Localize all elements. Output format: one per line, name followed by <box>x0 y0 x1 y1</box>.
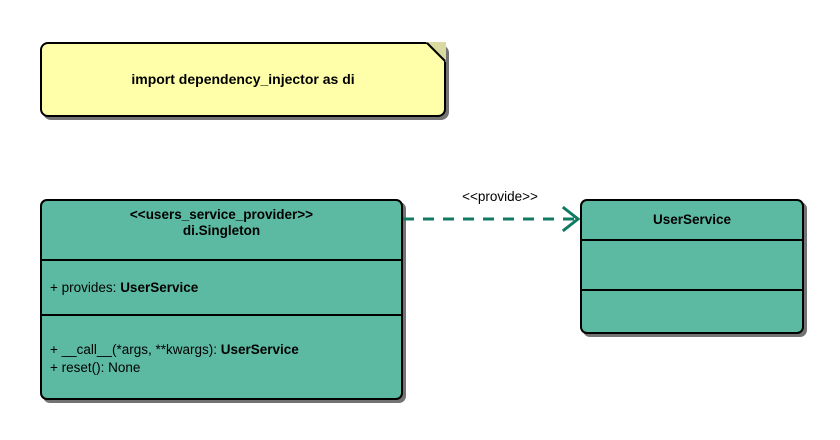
attribute-row: + provides: UserService <box>50 279 198 297</box>
service-operations-compartment <box>582 289 802 332</box>
service-attributes-compartment <box>582 239 802 289</box>
provider-operations-compartment: + __call__(*args, **kwargs): UserService… <box>42 314 401 398</box>
class-box-user-service[interactable]: UserService <box>580 199 804 334</box>
operation-row: + __call__(*args, **kwargs): UserService <box>50 341 299 359</box>
operation-signature: __call__(*args, **kwargs): <box>61 342 221 358</box>
provider-class-header: <<users_service_provider>> di.Singleton <box>42 201 401 259</box>
note-import-statement[interactable]: import dependency_injector as di <box>40 42 446 117</box>
operation-row: + reset(): None <box>50 359 299 377</box>
attribute-visibility: + <box>50 279 58 295</box>
provider-attributes-compartment: + provides: UserService <box>42 259 401 314</box>
operation-visibility: + <box>50 360 58 375</box>
note-text: import dependency_injector as di <box>131 71 355 88</box>
dependency-connector[interactable] <box>398 180 588 240</box>
open-arrowhead-icon <box>561 205 581 233</box>
operation-return-type: UserService <box>220 342 299 358</box>
service-class-header: UserService <box>582 201 802 239</box>
operation-signature: reset(): None <box>61 360 141 375</box>
provider-class-name: di.Singleton <box>182 223 261 239</box>
page-fold-icon <box>426 42 446 62</box>
attribute-type: UserService <box>120 279 199 295</box>
dependency-label: <<provide>> <box>462 189 538 204</box>
class-box-provider[interactable]: <<users_service_provider>> di.Singleton … <box>40 199 403 400</box>
provider-stereotype: <<users_service_provider>> <box>129 207 314 222</box>
service-class-name: UserService <box>652 211 732 227</box>
attribute-name: provides: <box>61 279 121 295</box>
operation-visibility: + <box>50 342 58 358</box>
